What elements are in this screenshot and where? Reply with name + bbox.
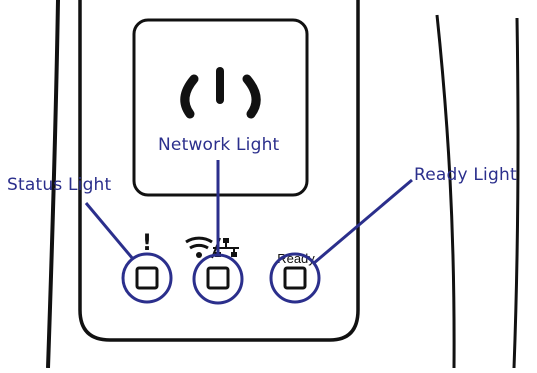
right-edge-b [512, 17, 520, 369]
status-callout-circle [121, 252, 173, 304]
ready-indicator [283, 266, 307, 290]
power-icon [180, 67, 261, 119]
ready-callout-circle [269, 252, 321, 304]
status-indicator [135, 266, 159, 290]
ready-leader-line [313, 178, 413, 265]
right-edge-a [435, 14, 456, 369]
network-callout-circle [192, 253, 244, 305]
wifi-icon [185, 236, 213, 258]
network-light-label: Network Light [156, 135, 282, 155]
left-inner-edge [78, 0, 360, 342]
power-button-frame [132, 18, 309, 197]
status-light-label: Status Light [7, 175, 112, 195]
ready-light-label: Ready Light [414, 165, 517, 185]
status-leader-line [84, 202, 135, 260]
left-outer-edge [46, 0, 60, 369]
status-symbol: ! [142, 231, 152, 256]
network-indicator [206, 266, 230, 290]
